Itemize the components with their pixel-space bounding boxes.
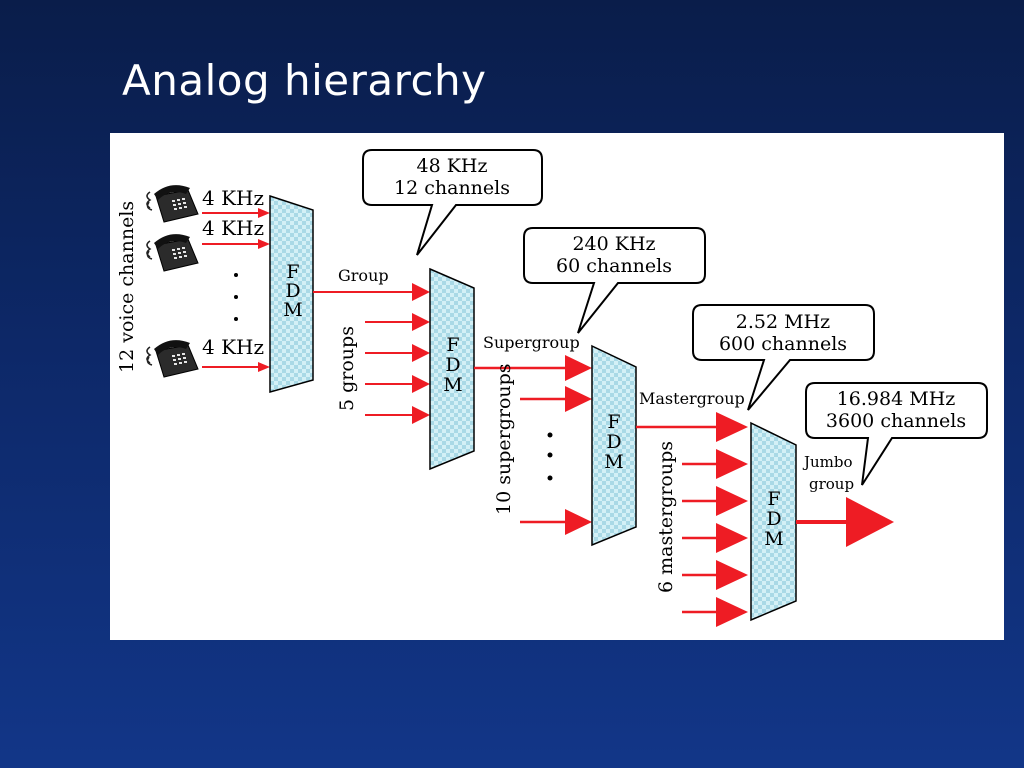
six-mastergroups-label: 6 mastergroups <box>655 441 677 593</box>
mastergroup-input-arrow <box>682 449 748 479</box>
group-input-arrow <box>365 406 430 424</box>
svg-text:16.984 MHz: 16.984 MHz <box>837 388 956 410</box>
callout-bubble: 2.52 MHz 600 channels <box>692 304 875 411</box>
voice-input-label: 4 KHz <box>202 335 264 359</box>
group-label: Group <box>338 266 389 285</box>
svg-text:48 KHz: 48 KHz <box>417 155 488 177</box>
ten-supergroups-label: 10 supergroups <box>493 363 515 515</box>
svg-text:D: D <box>285 280 300 302</box>
svg-text:F: F <box>767 488 780 510</box>
jumbo-group-label: Jumbo <box>802 453 853 471</box>
fdm-multiplexer: F D M <box>750 421 797 622</box>
voice-input-arrow <box>202 208 270 218</box>
mastergroup-input-arrow <box>682 523 748 553</box>
callout-bubble: 16.984 MHz 3600 channels <box>805 382 988 486</box>
voice-input-arrow <box>202 362 270 372</box>
svg-text:M: M <box>283 299 302 321</box>
telephone-icon <box>146 233 199 272</box>
svg-text:D: D <box>606 431 621 453</box>
mastergroup-output-arrow <box>636 412 748 442</box>
fdm-multiplexer: F D M <box>429 267 475 471</box>
svg-text:240 KHz: 240 KHz <box>572 233 655 255</box>
svg-text:3600 channels: 3600 channels <box>826 410 966 432</box>
callout-bubble: 240 KHz 60 channels <box>523 227 706 334</box>
five-groups-label: 5 groups <box>336 326 358 411</box>
svg-text:D: D <box>766 508 781 530</box>
svg-text:D: D <box>445 354 460 376</box>
supergroup-input-arrow <box>520 509 592 535</box>
voice-input-label: 4 KHz <box>202 216 264 240</box>
analog-hierarchy-diagram: 12 voice channels 4 KHz 4 KHz 4 KHz F D … <box>110 133 1004 640</box>
svg-text:M: M <box>443 374 462 396</box>
supergroup-input-arrow <box>520 386 592 412</box>
svg-text:F: F <box>446 334 459 356</box>
supergroup-output-arrow <box>474 355 592 381</box>
svg-text:60 channels: 60 channels <box>556 255 672 277</box>
svg-text:600 channels: 600 channels <box>719 333 847 355</box>
fdm-multiplexer: F D M <box>591 344 637 547</box>
slide-title: Analog hierarchy <box>122 56 487 105</box>
ellipsis-dots <box>547 432 553 481</box>
voice-channels-label: 12 voice channels <box>116 201 138 373</box>
group-input-arrow <box>365 344 430 362</box>
callout-bubble: 48 KHz 12 channels <box>362 149 543 256</box>
voice-input-arrow <box>202 239 270 249</box>
mastergroup-input-arrow <box>682 560 748 590</box>
telephone-icon <box>146 339 199 378</box>
svg-text:2.52 MHz: 2.52 MHz <box>736 311 830 333</box>
svg-text:M: M <box>764 528 783 550</box>
mastergroup-label: Mastergroup <box>639 389 745 408</box>
jumbo-output-arrow <box>796 497 894 547</box>
svg-text:M: M <box>604 451 623 473</box>
svg-text:12 channels: 12 channels <box>394 177 510 199</box>
group-input-arrow <box>365 375 430 393</box>
fdm-multiplexer: F D M <box>269 194 314 393</box>
group-input-arrow <box>365 313 430 331</box>
svg-text:F: F <box>286 261 299 283</box>
voice-input-label: 4 KHz <box>202 186 264 210</box>
group-output-arrow <box>313 283 430 301</box>
mastergroup-input-arrow <box>682 486 748 516</box>
supergroup-label: Supergroup <box>483 333 580 352</box>
telephone-icon <box>146 184 199 223</box>
jumbo-group-label: group <box>809 475 854 493</box>
ellipsis-dots <box>234 273 238 321</box>
svg-text:F: F <box>607 411 620 433</box>
mastergroup-input-arrow <box>682 597 748 627</box>
